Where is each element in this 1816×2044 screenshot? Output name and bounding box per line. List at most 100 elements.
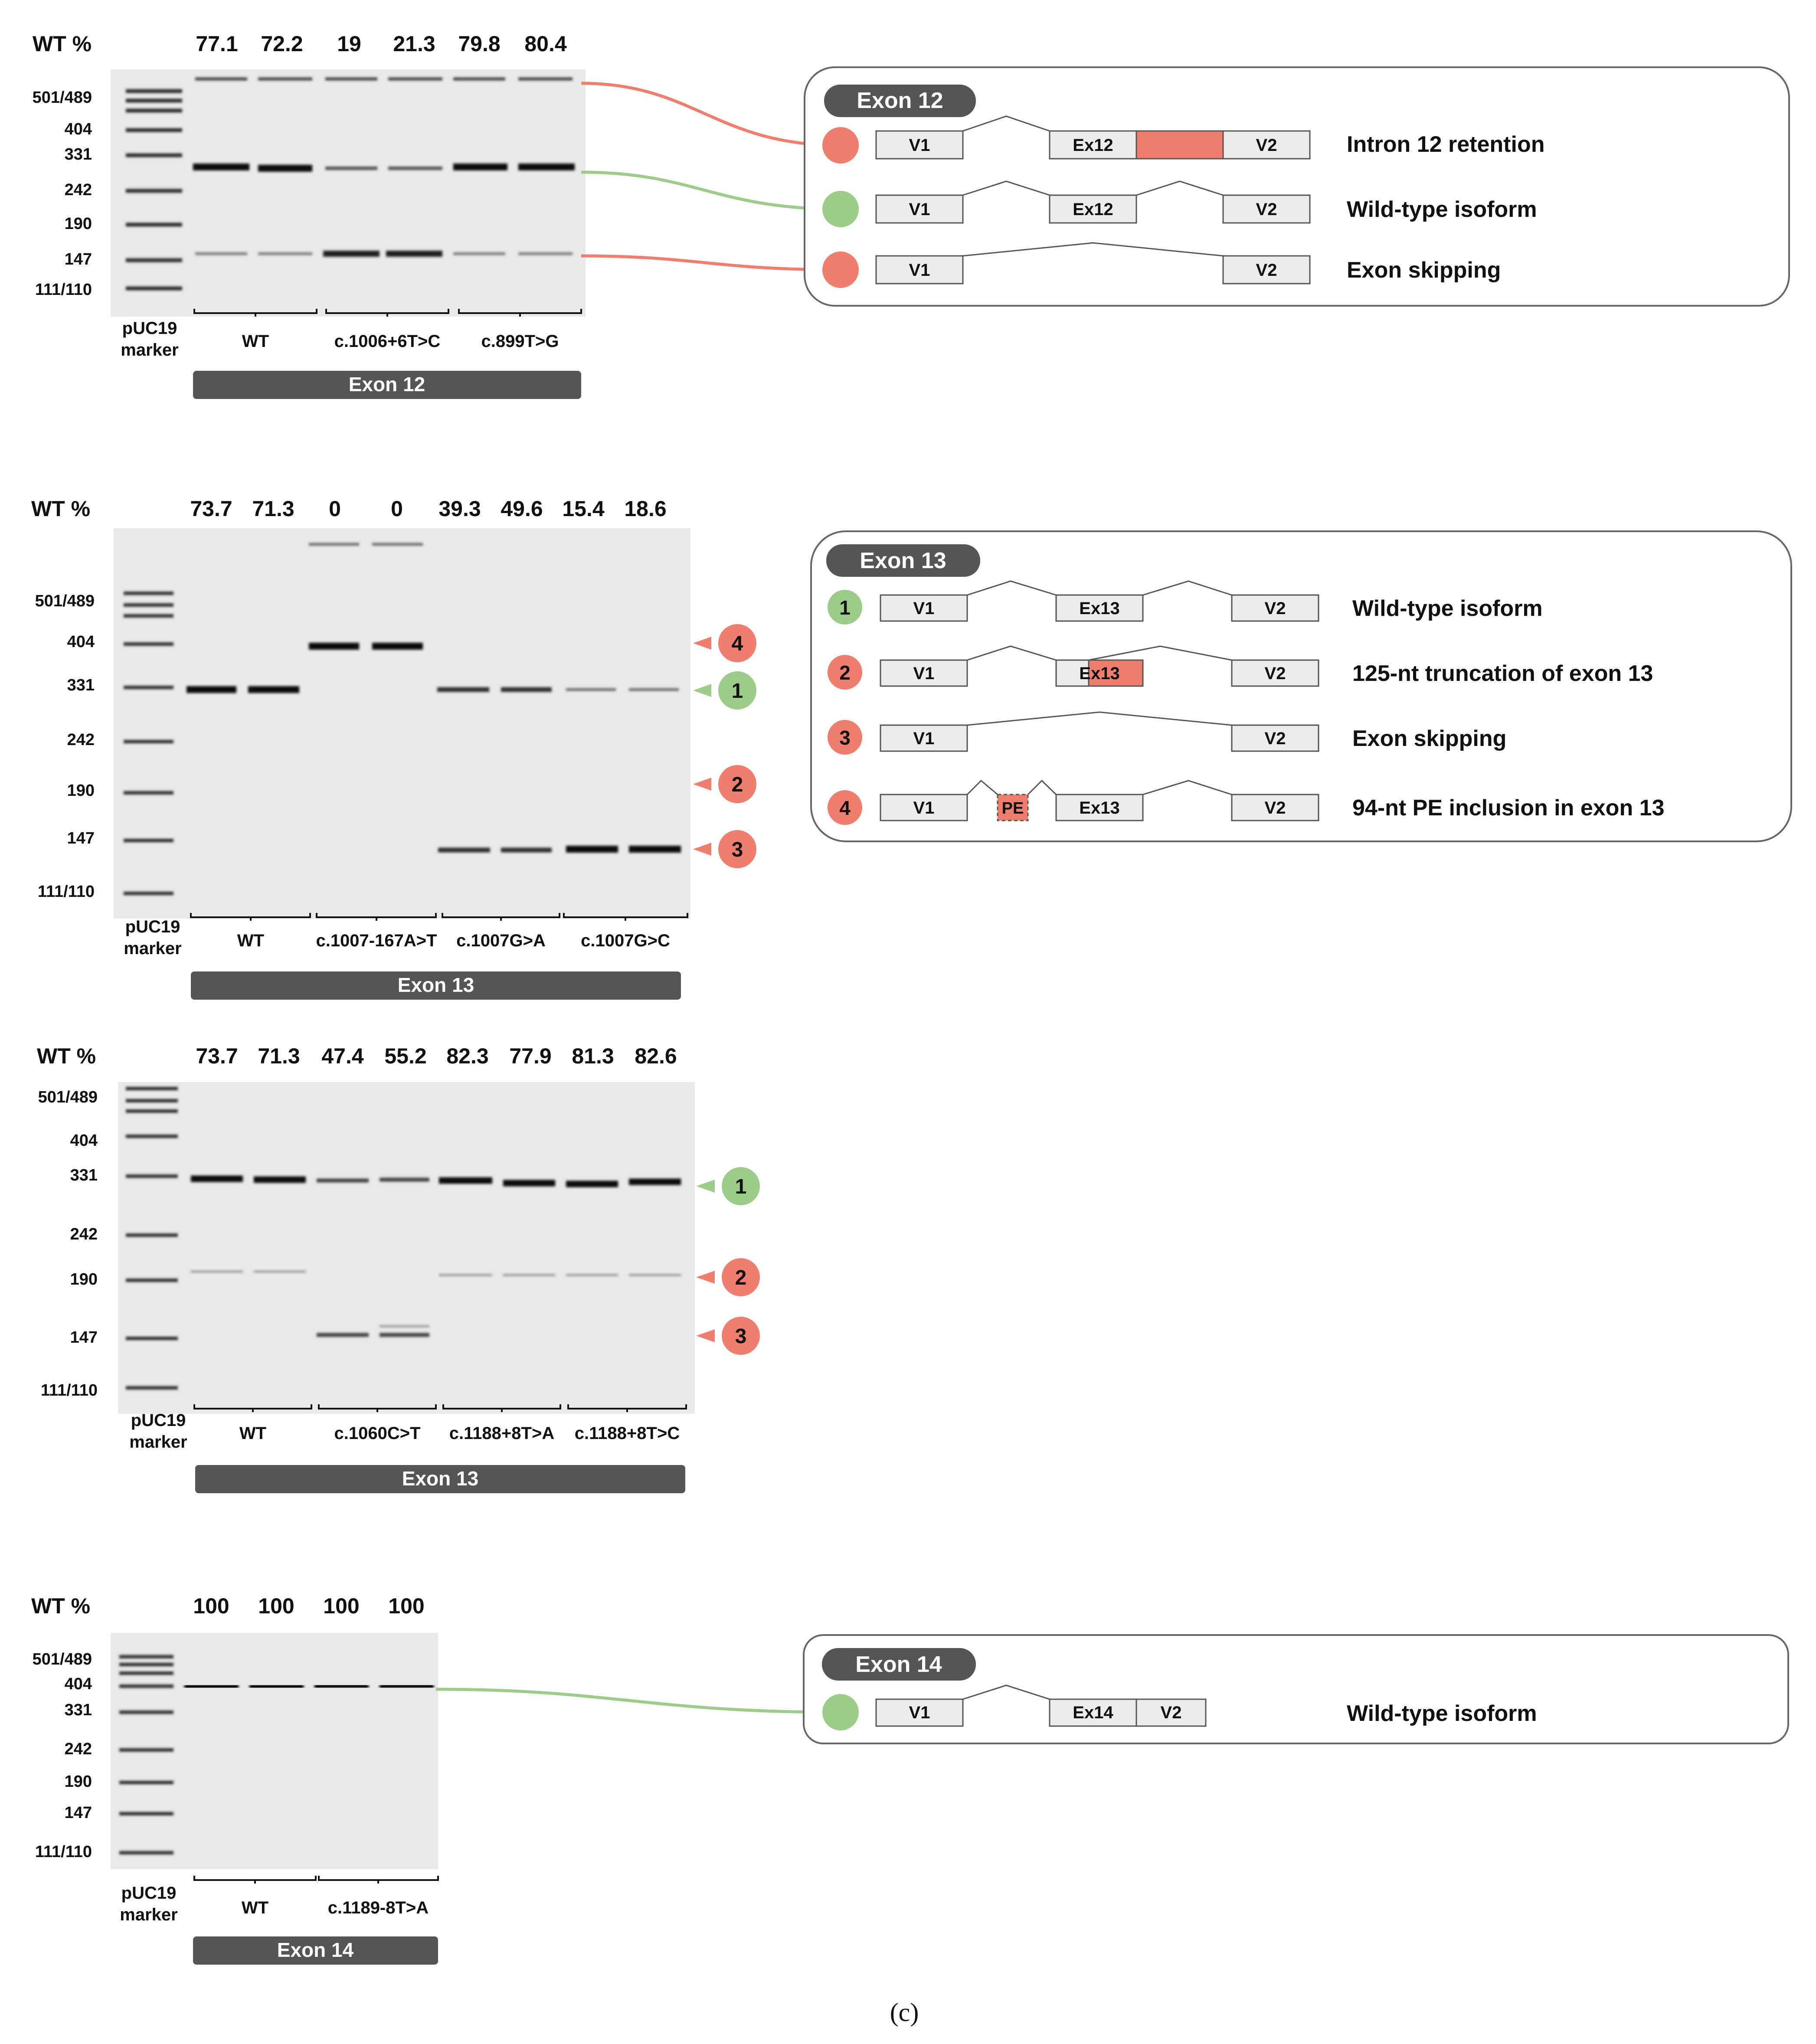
ladder-label: 501/489 (38, 1088, 98, 1106)
group-label: c.1007G>C (581, 931, 670, 950)
ladder-label: 111/110 (35, 281, 92, 299)
band-marker: 3 (693, 830, 756, 868)
wt-value: 82.6 (635, 1044, 677, 1068)
exon-box (1222, 194, 1311, 224)
ladder-label: 501/489 (35, 592, 95, 610)
splice-line (1136, 180, 1224, 196)
band-marker: 2 (696, 1258, 760, 1296)
ladder-label: 147 (67, 829, 95, 847)
exon-box (1231, 724, 1319, 752)
isoform-number: 3 (839, 726, 851, 749)
wt-value: 100 (388, 1594, 424, 1618)
truncated-region (1088, 659, 1144, 687)
group-label: WT (237, 931, 264, 950)
isoform-dot (822, 252, 859, 288)
marker-label-line2: marker (120, 1905, 177, 1924)
exon-box-label: V1 (913, 729, 935, 748)
ladder-label: 242 (70, 1225, 98, 1243)
wt-percent-label: WT % (31, 497, 90, 521)
splice-line (962, 1684, 1050, 1700)
exon-box (1222, 130, 1311, 160)
scheme-title-pill (822, 1648, 976, 1681)
exon-box-label: Ex12 (1073, 200, 1113, 219)
marker-label-line2: marker (121, 340, 178, 360)
isoform-description: Exon skipping (1347, 258, 1501, 283)
group-label: c.1006+6T>C (334, 332, 441, 351)
group-label: WT (242, 332, 269, 351)
group-label: c.1189-8T>A (328, 1898, 429, 1917)
exon-box-label: Ex13 (1079, 798, 1119, 818)
splice-line (962, 180, 1050, 196)
isoform-number: 2 (839, 661, 851, 684)
group-label: c.1060C>T (334, 1424, 420, 1443)
wt-value: 71.3 (252, 497, 294, 521)
gel-exon13-b: WT % 73.7 71.3 47.4 55.2 82.3 77.9 81.3 … (37, 1044, 760, 1493)
marker-label-line2: marker (124, 939, 181, 958)
exon-bar-label: Exon 13 (398, 974, 474, 996)
isoform-number: 1 (839, 596, 851, 619)
ladder-label: 190 (65, 1773, 92, 1791)
connector-lines (581, 82, 840, 271)
isoform-description: Wild-type isoform (1347, 197, 1537, 222)
marker-number: 4 (732, 632, 743, 655)
marker-number: 2 (732, 773, 743, 796)
ladder-label: 501/489 (33, 1650, 92, 1668)
isoform-description: Intron 12 retention (1347, 132, 1544, 157)
wt-value: 77.1 (196, 32, 238, 56)
scheme-exon13: Exon 13 1 V1 Ex13 V2 Wild-type isoform 2… (810, 530, 1792, 842)
wt-value: 82.3 (446, 1044, 488, 1068)
isoform-description: Exon skipping (1352, 726, 1506, 751)
isoform-dot (828, 590, 862, 625)
wt-value: 100 (193, 1594, 229, 1618)
wt-percent-label: WT % (31, 1594, 90, 1618)
ladder-label: 242 (65, 181, 92, 199)
ladder-label: 147 (65, 250, 92, 268)
exon-box-label: Ex12 (1073, 136, 1113, 155)
exon-box (875, 1698, 964, 1727)
exon-box-label: Ex13 (1079, 599, 1119, 618)
wt-value: 21.3 (393, 32, 435, 56)
sample-bands (191, 1175, 681, 1337)
marker-label-line1: pUC19 (122, 319, 177, 338)
exon-bar (195, 1465, 685, 1493)
wt-value: 0 (329, 497, 341, 521)
exon-box (875, 130, 964, 160)
exon-box (1135, 1698, 1207, 1727)
exon-box-label: V1 (913, 599, 935, 618)
wt-value: 47.4 (321, 1044, 364, 1068)
ladder-label: 111/110 (41, 1381, 98, 1400)
wt-value: 77.9 (509, 1044, 551, 1068)
exon-bar-label: Exon 12 (349, 373, 425, 396)
exon-box (1049, 194, 1137, 224)
wt-value: 18.6 (624, 497, 666, 521)
exon-box (1231, 594, 1319, 622)
group-label: c.1007-167A>T (316, 931, 437, 950)
exon-box-label: V1 (909, 200, 930, 219)
wt-value: 49.6 (501, 497, 543, 521)
wt-value: 15.4 (562, 497, 605, 521)
marker-number: 3 (732, 838, 743, 861)
isoform-description: 94-nt PE inclusion in exon 13 (1352, 795, 1665, 821)
wt-value: 100 (323, 1594, 359, 1618)
exon-box-label: V1 (909, 1703, 930, 1722)
wt-value: 72.2 (261, 32, 303, 56)
ladder-label: 242 (65, 1740, 92, 1758)
exon-box-label: V1 (909, 261, 930, 280)
scheme-exon12: Exon 12 V1 Ex12 V2 Intron 12 retention V… (804, 66, 1790, 307)
exon-box (880, 724, 968, 752)
exon-box (1231, 659, 1319, 687)
wt-values-row: 77.1 72.2 19 21.3 79.8 80.4 (196, 32, 567, 56)
splice-line (1088, 645, 1232, 661)
scheme-title-pill (826, 544, 980, 577)
isoform-dot (822, 191, 859, 227)
exon-box (1049, 130, 1137, 160)
marker-number: 1 (735, 1175, 747, 1198)
sample-bands (193, 77, 575, 257)
group-label: c.899T>G (481, 332, 559, 351)
exon-box-label: V2 (1256, 136, 1277, 155)
band-marker: 2 (693, 765, 756, 803)
exon-box-label: V2 (1265, 599, 1286, 618)
wt-value: 0 (391, 497, 403, 521)
exon-box-label: V2 (1256, 200, 1277, 219)
